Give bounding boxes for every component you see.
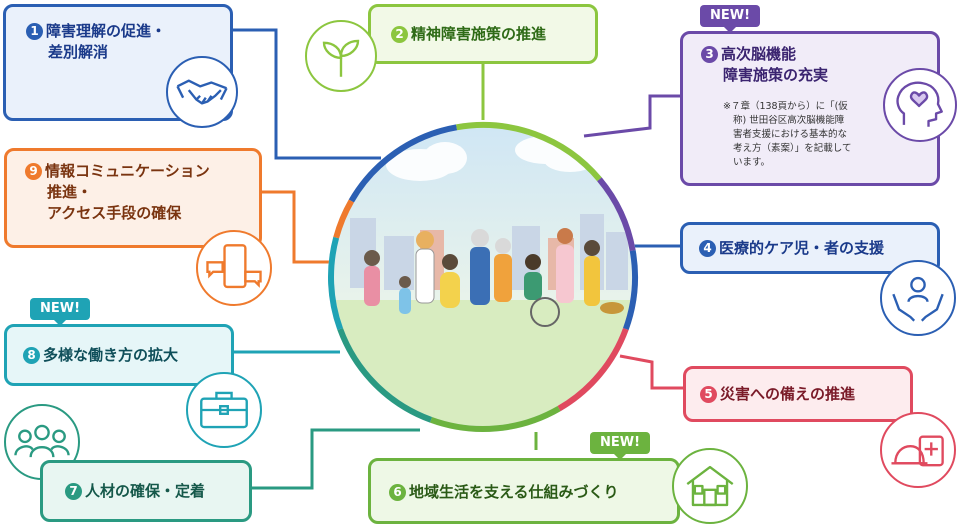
item-3-number: 3 (701, 46, 718, 63)
ring-segment (328, 236, 343, 331)
ring-segment (597, 177, 636, 252)
note-line: 称) 世田谷区高次脳機能障 (733, 115, 845, 126)
item-5-line1: 災害への備えの推進 (720, 385, 856, 403)
house-icon (672, 448, 748, 524)
item-9-line2: 推進・ (47, 183, 93, 201)
item-7-number: 7 (65, 483, 82, 500)
item-2-line1: 精神障害施策の推進 (411, 25, 547, 43)
note-line: います。 (733, 157, 771, 168)
ring-segment (557, 327, 629, 412)
ring-segment (348, 124, 458, 203)
connector-7 (252, 428, 420, 490)
smartphone-chat-icon (196, 230, 272, 306)
note-line: 考え方（素案）」を記載して (733, 143, 852, 154)
item-1-line2: 差別解消 (48, 43, 109, 61)
item-7-line1: 人材の確保・定着 (85, 482, 206, 500)
ring-segment (429, 406, 561, 432)
item-4-line1: 医療的ケア児・者の支援 (719, 239, 885, 257)
connector-9 (260, 190, 340, 264)
item-6-new-badge: NEW! (590, 432, 651, 460)
connector-3 (583, 94, 682, 138)
connector-1 (232, 28, 381, 160)
item-9-line1: 情報コミュニケーション (45, 162, 210, 180)
people-figures (364, 228, 624, 327)
ring-segment (456, 122, 602, 182)
item-8-line1: 多様な働き方の拡大 (43, 346, 179, 364)
item-3-line1: 高次脳機能 (721, 45, 797, 63)
item-6-number: 6 (389, 484, 406, 501)
note-line: 害者支援における基本的な (733, 129, 848, 140)
caring-hands-icon (880, 260, 956, 336)
item-5-number: 5 (700, 386, 717, 403)
sprout-icon (305, 20, 377, 92)
item-1-number: 1 (26, 23, 43, 40)
briefcase-icon (186, 372, 262, 448)
ring-segment (333, 199, 354, 239)
item-6-line1: 地域生活を支える仕組みづくり (409, 483, 619, 501)
ring-segment (623, 250, 638, 331)
connector-5 (619, 354, 684, 390)
item-9-number: 9 (25, 163, 42, 180)
item-8-new-badge: NEW! (30, 298, 91, 326)
item-2-number: 2 (391, 26, 408, 43)
item-4-number: 4 (699, 240, 716, 257)
item-3-note: ※７章（138頁から）に「(仮 称) 世田谷区高次脳機能障 害者支援における基本… (723, 100, 851, 170)
item-9-line3: アクセス手段の確保 (47, 204, 182, 222)
item-8-number: 8 (23, 347, 40, 364)
handshake-icon (166, 56, 238, 128)
item-3-new-badge: NEW! (700, 5, 761, 33)
emergency-kit-icon (880, 412, 956, 488)
note-line: ※７章（138頁から）に「(仮 (723, 101, 848, 112)
item-1-line1: 障害理解の促進・ (46, 22, 167, 40)
item-3-line2: 障害施策の充実 (723, 66, 829, 84)
head-heart-icon (883, 68, 957, 142)
ring-segment (337, 327, 433, 423)
